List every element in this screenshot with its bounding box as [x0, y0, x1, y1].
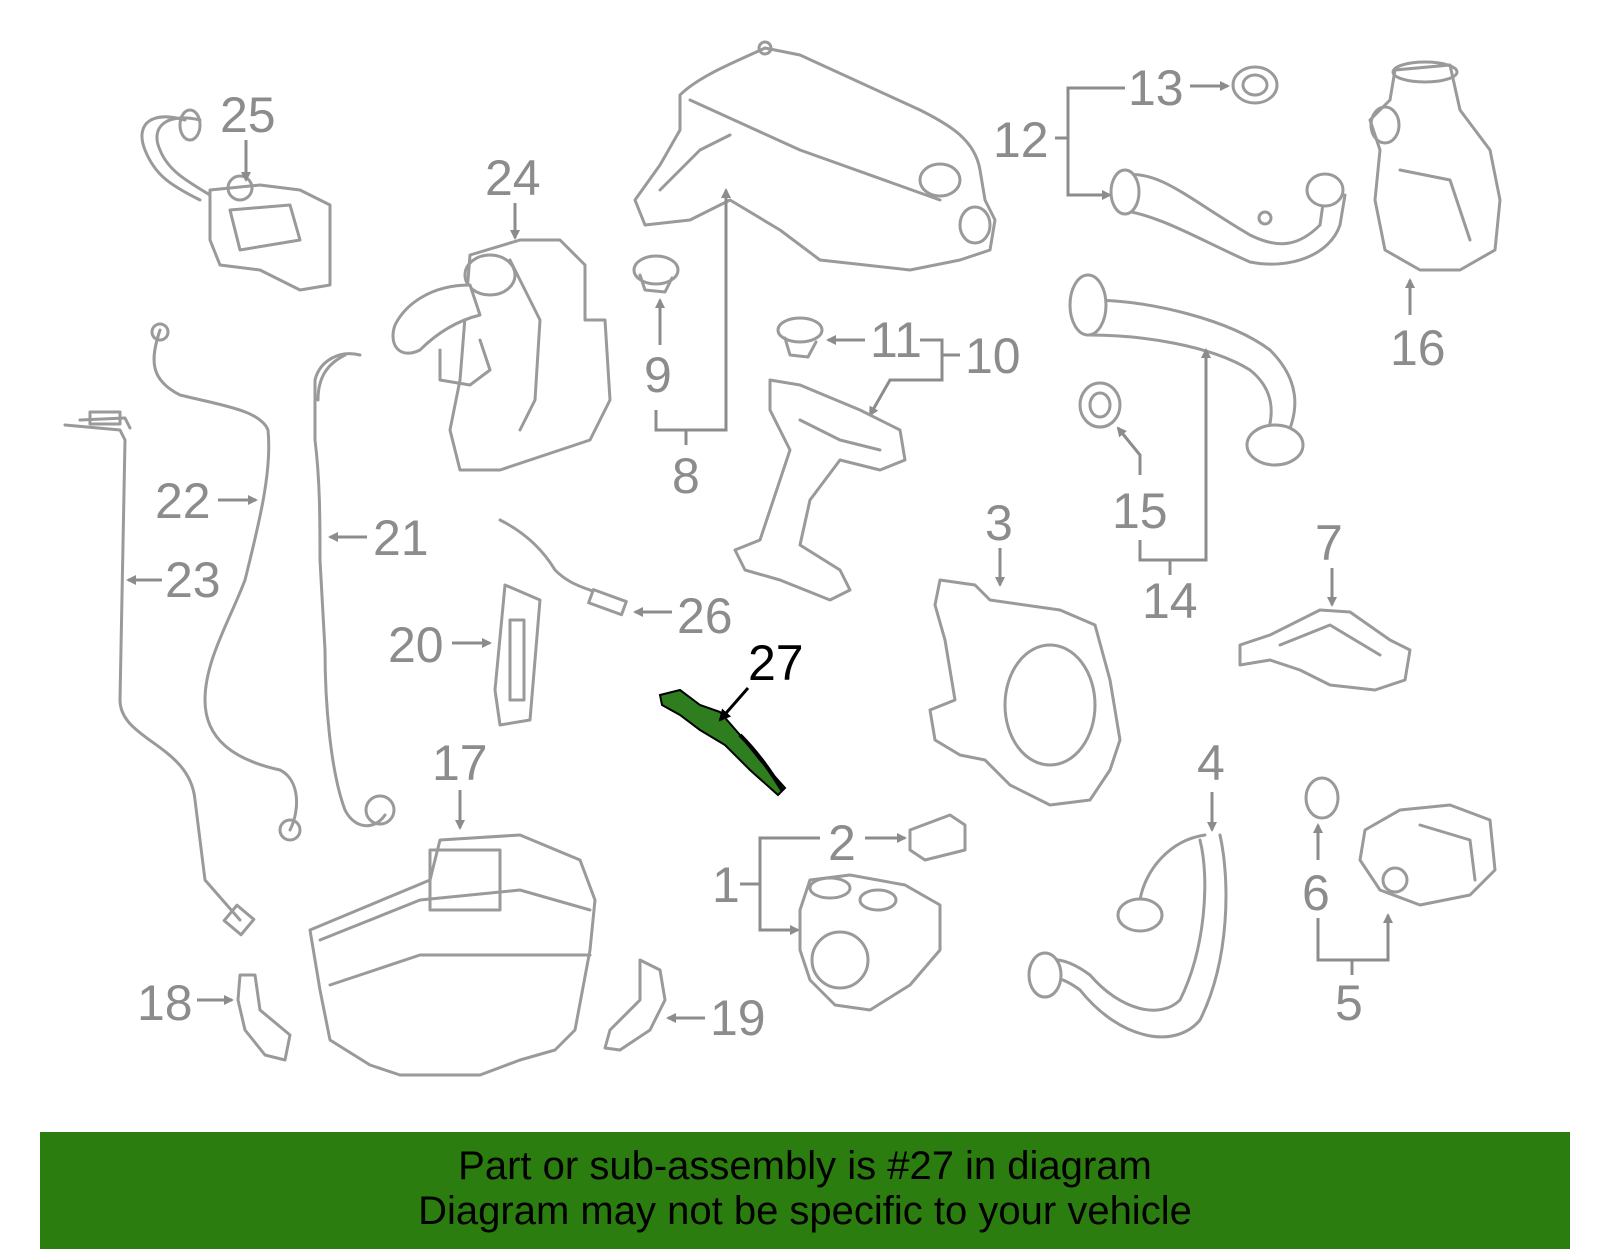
callout-1: 1: [712, 857, 740, 913]
part-17-canister: [308, 833, 597, 1077]
part-4-hose: [1027, 833, 1228, 1039]
part-25-valve: [140, 108, 332, 292]
part-22-pipe: [150, 322, 302, 842]
part-5-valve: [1358, 803, 1497, 907]
part-19-bracket: [603, 958, 667, 1052]
part-12-hose: [1109, 168, 1347, 266]
callout-5: 5: [1335, 975, 1363, 1031]
callout-19: 19: [710, 990, 766, 1046]
part-3-plate: [928, 578, 1122, 807]
parts-diagram: 25 24 9 8 11 10 12 13: [63, 40, 1502, 1077]
callout-25: 25: [220, 87, 276, 143]
callout-21: 21: [373, 510, 429, 566]
part-23-pipe: [63, 410, 256, 937]
part-8-tank: [633, 40, 997, 272]
part-2-sensor: [908, 813, 967, 862]
callout-4: 4: [1197, 735, 1225, 791]
callout-23: 23: [165, 552, 221, 608]
part-7-shield: [1238, 608, 1412, 692]
part-6-oring: [1304, 776, 1340, 820]
callout-6: 6: [1302, 865, 1330, 921]
part-1-pump: [798, 873, 942, 1012]
part-16-duct: [1368, 60, 1502, 272]
callout-9: 9: [644, 347, 672, 403]
callout-17: 17: [432, 735, 488, 791]
callout-10: 10: [965, 328, 1021, 384]
callout-12: 12: [993, 112, 1049, 168]
callout-26: 26: [677, 588, 733, 644]
callout-18: 18: [137, 975, 193, 1031]
part-20-bracket: [493, 583, 542, 727]
callout-8: 8: [672, 448, 700, 504]
callout-2: 2: [828, 815, 856, 871]
part-13-clamp: [1231, 65, 1279, 105]
part-11-grommet: [776, 316, 824, 359]
footer-line-1: Part or sub-assembly is #27 in diagram: [458, 1144, 1152, 1188]
part-9-grommet: [632, 254, 680, 294]
part-26-sensor: [498, 518, 628, 617]
footer-banner: Part or sub-assembly is #27 in diagram D…: [40, 1132, 1570, 1249]
callout-27: 27: [748, 635, 804, 691]
callout-13: 13: [1128, 60, 1184, 116]
callout-20: 20: [388, 617, 444, 673]
callout-15: 15: [1112, 483, 1168, 539]
callout-7: 7: [1315, 515, 1343, 571]
callout-24: 24: [485, 150, 541, 206]
part-21-pipe: [313, 352, 396, 828]
part-18-bracket: [236, 973, 292, 1062]
part-24-valve-assembly: [391, 238, 612, 472]
footer-line-2: Diagram may not be specific to your vehi…: [418, 1189, 1192, 1233]
callout-11: 11: [870, 312, 922, 368]
callout-3: 3: [985, 495, 1013, 551]
callout-16: 16: [1390, 320, 1446, 376]
part-27-sensor-highlighted: [658, 688, 787, 797]
part-10-bracket: [733, 378, 907, 602]
callout-22: 22: [155, 473, 211, 529]
part-15-clamp: [1078, 381, 1122, 429]
part-14-hose: [1068, 273, 1305, 467]
callout-14: 14: [1142, 573, 1198, 629]
